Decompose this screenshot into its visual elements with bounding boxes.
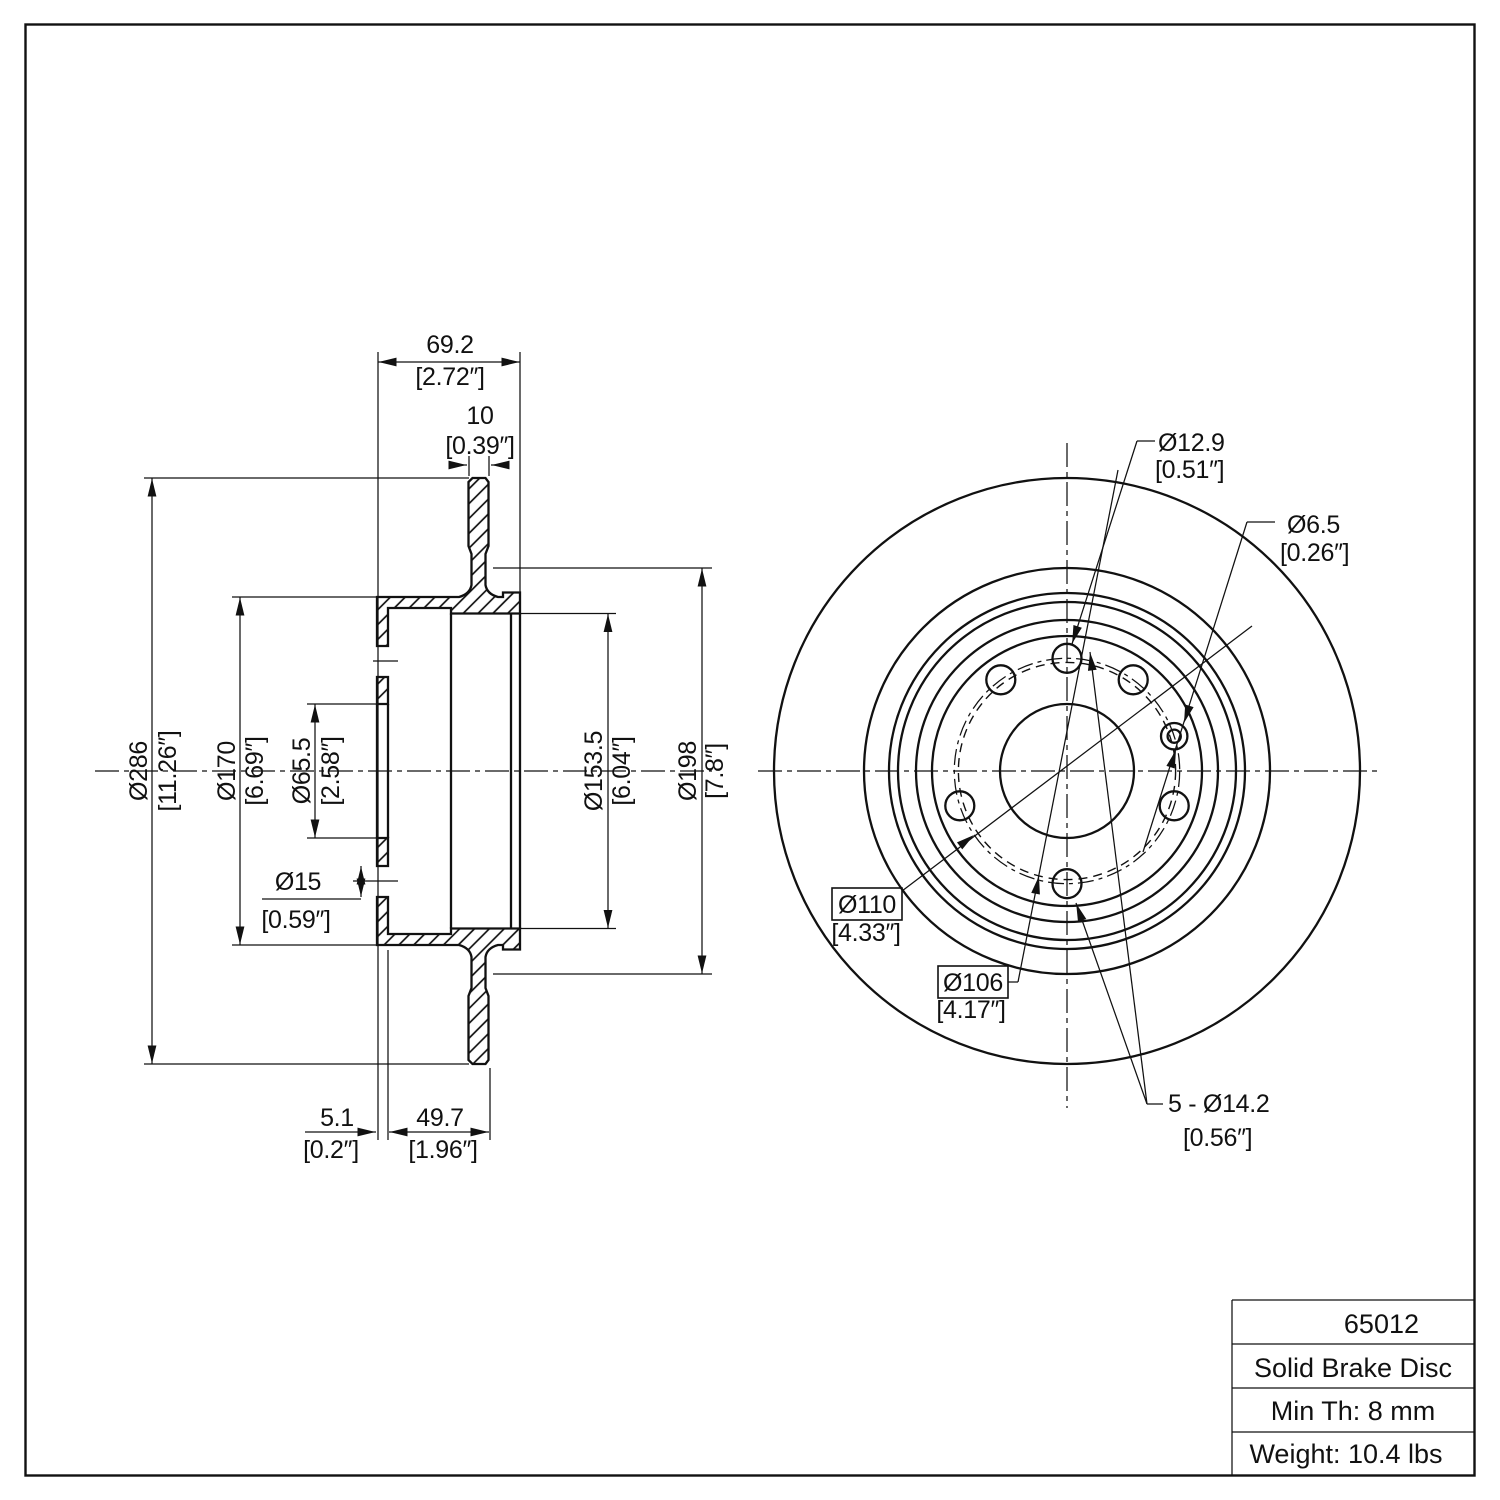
min-thickness: Min Th: 8 mm <box>1271 1396 1436 1426</box>
wall-upper-mid <box>375 675 390 706</box>
leader-screw-hole <box>1142 521 1248 853</box>
leader-bolt-circle-106 <box>1017 469 1119 983</box>
disc-circles <box>772 476 1362 1066</box>
dim-flange-thickness-in: [0.2″] <box>303 1136 359 1164</box>
lug-hole-upper-left <box>985 664 1017 696</box>
lug-hole-left <box>944 790 976 822</box>
label-bolt-circle-106-mm: Ø106 <box>943 969 1003 997</box>
hat-step-circle-1 <box>887 591 1247 951</box>
leader-lug-holes-b <box>1087 651 1148 1105</box>
dim-friction-inner-mm: Ø198 <box>674 741 702 801</box>
part-description: Solid Brake Disc <box>1254 1353 1452 1383</box>
dim-hat-hole-in: [0.59″] <box>261 906 330 934</box>
label-counterbore-mm: Ø12.9 <box>1158 429 1225 457</box>
lower-half-section <box>375 895 522 1066</box>
front-view: Ø12.9 [0.51″] Ø6.5 [0.26″] Ø110 [4.33″] … <box>758 429 1378 1152</box>
lug-holes <box>944 642 1190 900</box>
outer-edge-circle <box>772 476 1362 1066</box>
dim-friction-inner-in: [7.8″] <box>701 743 729 799</box>
dim-drum-inner-in: [6.04″] <box>608 736 636 805</box>
page-border <box>24 23 1476 1477</box>
label-box-106 <box>937 965 1009 999</box>
lug-hole-bottom <box>1051 868 1083 900</box>
dim-hat-diameter-in: [6.69″] <box>241 736 269 805</box>
leader-lines <box>901 440 1275 1105</box>
dim-center-bore-in: [2.58″] <box>317 736 345 805</box>
dim-hat-depth-mm: 49.7 <box>416 1104 463 1132</box>
dim-center-bore-mm: Ø65.5 <box>288 738 316 805</box>
label-lug-holes-mm: 5 - Ø14.2 <box>1168 1090 1270 1118</box>
label-counterbore-in: [0.51″] <box>1155 456 1224 484</box>
label-bolt-circle-110-in: [4.33″] <box>831 919 900 947</box>
leader-bolt-circle-110 <box>901 625 1253 892</box>
dim-disc-thickness-mm: 10 <box>466 402 493 430</box>
dim-overall-width-mm: 69.2 <box>426 331 473 359</box>
lug-hole-upper-right <box>1117 664 1149 696</box>
hat-step-circle-3 <box>914 618 1220 924</box>
friction-inner-circle <box>862 566 1272 976</box>
dim-overall-width-in: [2.72″] <box>415 363 484 391</box>
hat-step-circle-2 <box>896 600 1238 942</box>
bolt-circle-106 <box>957 661 1177 881</box>
section-dimension-labels: Ø286 [11.26″] Ø170 [6.69″] Ø65.5 [2.58″]… <box>125 331 729 1164</box>
dim-hat-hole-mm: Ø15 <box>275 868 321 896</box>
section-view: Ø286 [11.26″] Ø170 [6.69″] Ø65.5 [2.58″]… <box>95 331 729 1164</box>
dim-hat-depth-in: [1.96″] <box>408 1136 477 1164</box>
dim-flange-thickness-mm: 5.1 <box>320 1104 354 1132</box>
hat-step-circle-4 <box>930 634 1204 908</box>
label-lug-holes-in: [0.56″] <box>1183 1124 1252 1152</box>
screw-hole <box>1166 728 1182 744</box>
front-view-labels: Ø12.9 [0.51″] Ø6.5 [0.26″] Ø110 [4.33″] … <box>831 429 1350 1152</box>
label-screw-hole-in: [0.26″] <box>1280 539 1349 567</box>
screw-hole-counterbore <box>1159 721 1189 751</box>
dim-hat-diameter-mm: Ø170 <box>213 741 241 801</box>
dim-drum-inner-mm: Ø153.5 <box>580 731 608 811</box>
label-screw-hole-mm: Ø6.5 <box>1287 511 1340 539</box>
label-box-110 <box>831 887 903 921</box>
wall-lower-mid <box>375 836 390 868</box>
upper-half-section <box>375 476 522 648</box>
bolt-circle-110 <box>953 657 1181 885</box>
lug-hole-right <box>1158 790 1190 822</box>
label-bolt-circle-110-mm: Ø110 <box>838 891 896 919</box>
leader-counterbore <box>1071 440 1138 645</box>
title-block: 65012 Solid Brake Disc Min Th: 8 mm Weig… <box>1231 1299 1474 1476</box>
leader-lug-holes-a <box>1075 902 1148 1105</box>
part-number: 65012 <box>1344 1309 1419 1339</box>
weight: Weight: 10.4 lbs <box>1249 1439 1442 1469</box>
center-bore-circle <box>998 702 1136 840</box>
dim-disc-thickness-in: [0.39″] <box>445 432 514 460</box>
section-cut-material <box>375 476 522 1066</box>
dim-outer-diameter-mm: Ø286 <box>125 741 153 801</box>
label-bolt-circle-106-in: [4.17″] <box>936 996 1005 1024</box>
dim-outer-diameter-in: [11.26″] <box>154 730 182 811</box>
